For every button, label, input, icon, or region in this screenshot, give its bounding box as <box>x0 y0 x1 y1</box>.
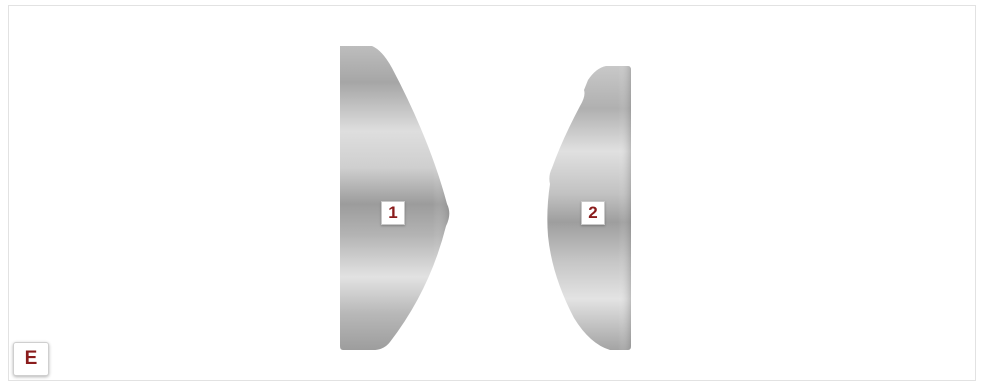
part-label-1: 1 <box>381 201 405 225</box>
part-label-2: 2 <box>581 201 605 225</box>
figure-letter-badge: E <box>13 342 49 376</box>
